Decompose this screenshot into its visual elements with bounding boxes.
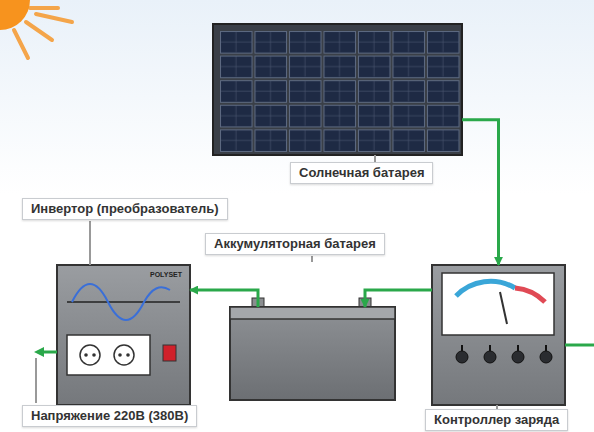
wire-connector — [462, 120, 499, 265]
battery: Аккумуляторная батарея — [230, 307, 395, 400]
charge-controller — [432, 265, 565, 405]
sun — [0, 0, 72, 58]
brand-name: POLYSET — [150, 271, 182, 279]
output-wire — [34, 347, 57, 357]
part-label: Инвертор (преобразователь) — [22, 198, 228, 220]
leader-line — [35, 358, 37, 403]
battery — [230, 298, 395, 400]
part-label: Контроллер заряда — [425, 409, 568, 431]
solar-panel — [213, 24, 462, 155]
leader-line — [311, 256, 313, 262]
part-label: Солнечная батарея — [290, 162, 433, 184]
solar-panel: Солнечная батарея — [213, 24, 462, 155]
part-label: Аккумуляторная батарея — [205, 233, 385, 255]
wire-connector — [190, 290, 258, 307]
load-wire — [565, 344, 594, 347]
inverter — [57, 265, 190, 405]
voltage-label: Напряжение 220В (380В) — [22, 405, 197, 427]
charge-controller: Контроллер заряда — [432, 265, 565, 405]
inverter: Инвертор (преобразователь)POLYSET — [57, 265, 190, 405]
leader-line — [374, 155, 376, 162]
leader-line — [89, 221, 91, 265]
wire-connector — [365, 290, 432, 307]
